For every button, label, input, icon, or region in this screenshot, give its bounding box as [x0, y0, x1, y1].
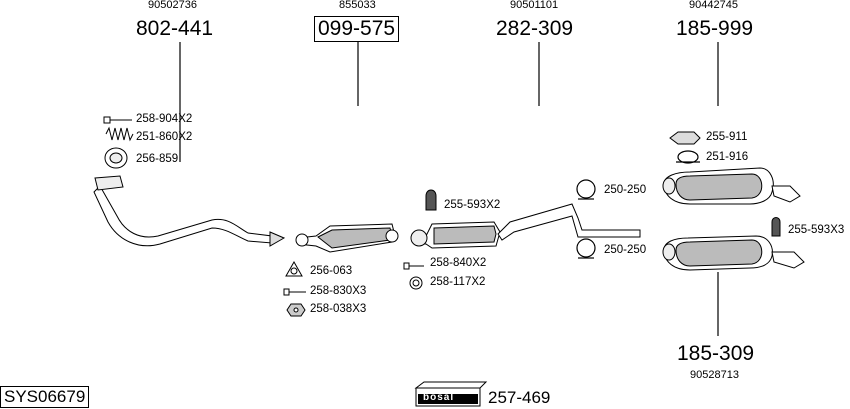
heat-shield-icon: [669, 131, 701, 145]
clamp-icon-lower: [576, 238, 596, 259]
rubber-mount-icon-rear: [771, 217, 781, 237]
front-pipe: [93, 175, 286, 247]
oe-number-185-309: 90528713: [690, 369, 739, 381]
stud-icon: [403, 262, 424, 270]
rear-silencer-lower: [662, 235, 805, 271]
part-number-099-575: 099-575: [314, 16, 400, 42]
label-256-859: 256-859: [136, 153, 179, 165]
label-258-038X3: 258-038X3: [310, 303, 367, 315]
part-number-282-309: 282-309: [496, 17, 574, 40]
label-251-916: 251-916: [706, 151, 749, 163]
label-256-063: 256-063: [310, 265, 353, 277]
screw-icon: [283, 288, 306, 296]
rear-silencer-upper: [662, 167, 801, 205]
label-258-904X2: 258-904X2: [136, 113, 193, 125]
label-255-593X2: 255-593X2: [444, 199, 501, 211]
bolt-icon: [103, 116, 132, 124]
bosal-logo-text: bosal: [423, 392, 455, 403]
oe-number-099-575: 855033: [339, 0, 376, 11]
catalytic-converter: [295, 223, 399, 253]
bosal-part-number: 257-469: [488, 388, 551, 407]
pipe-clamp-icon: [676, 150, 700, 164]
label-255-911: 255-911: [706, 131, 748, 143]
label-258-830X3: 258-830X3: [310, 285, 367, 297]
bosal-logo: [414, 381, 488, 407]
washer-icon: [409, 276, 423, 290]
label-255-593X3: 255-593X3: [788, 224, 845, 236]
label-250-250-lower: 250-250: [604, 244, 647, 256]
system-code: SYS06679: [0, 386, 90, 408]
part-number-185-999: 185-999: [676, 17, 754, 40]
label-258-117X2: 258-117X2: [430, 276, 486, 288]
flange-gasket-icon: [285, 260, 303, 277]
centre-silencer: [410, 203, 641, 249]
oe-number-282-309: 90501101: [510, 0, 559, 11]
part-number-185-309: 185-309: [677, 342, 755, 365]
label-258-840X2: 258-840X2: [430, 257, 487, 269]
clamp-icon-upper: [576, 179, 596, 200]
gasket-ring-icon: [104, 147, 128, 169]
spring-icon: [105, 126, 134, 142]
label-251-860X2: 251-860X2: [136, 131, 193, 143]
part-number-802-441: 802-441: [136, 17, 214, 40]
label-250-250-upper: 250-250: [604, 184, 647, 196]
rubber-mount-icon: [425, 189, 437, 211]
nut-icon: [286, 303, 306, 317]
oe-number-185-999: 90442745: [689, 0, 738, 11]
oe-number-802-441: 90502736: [148, 0, 197, 11]
